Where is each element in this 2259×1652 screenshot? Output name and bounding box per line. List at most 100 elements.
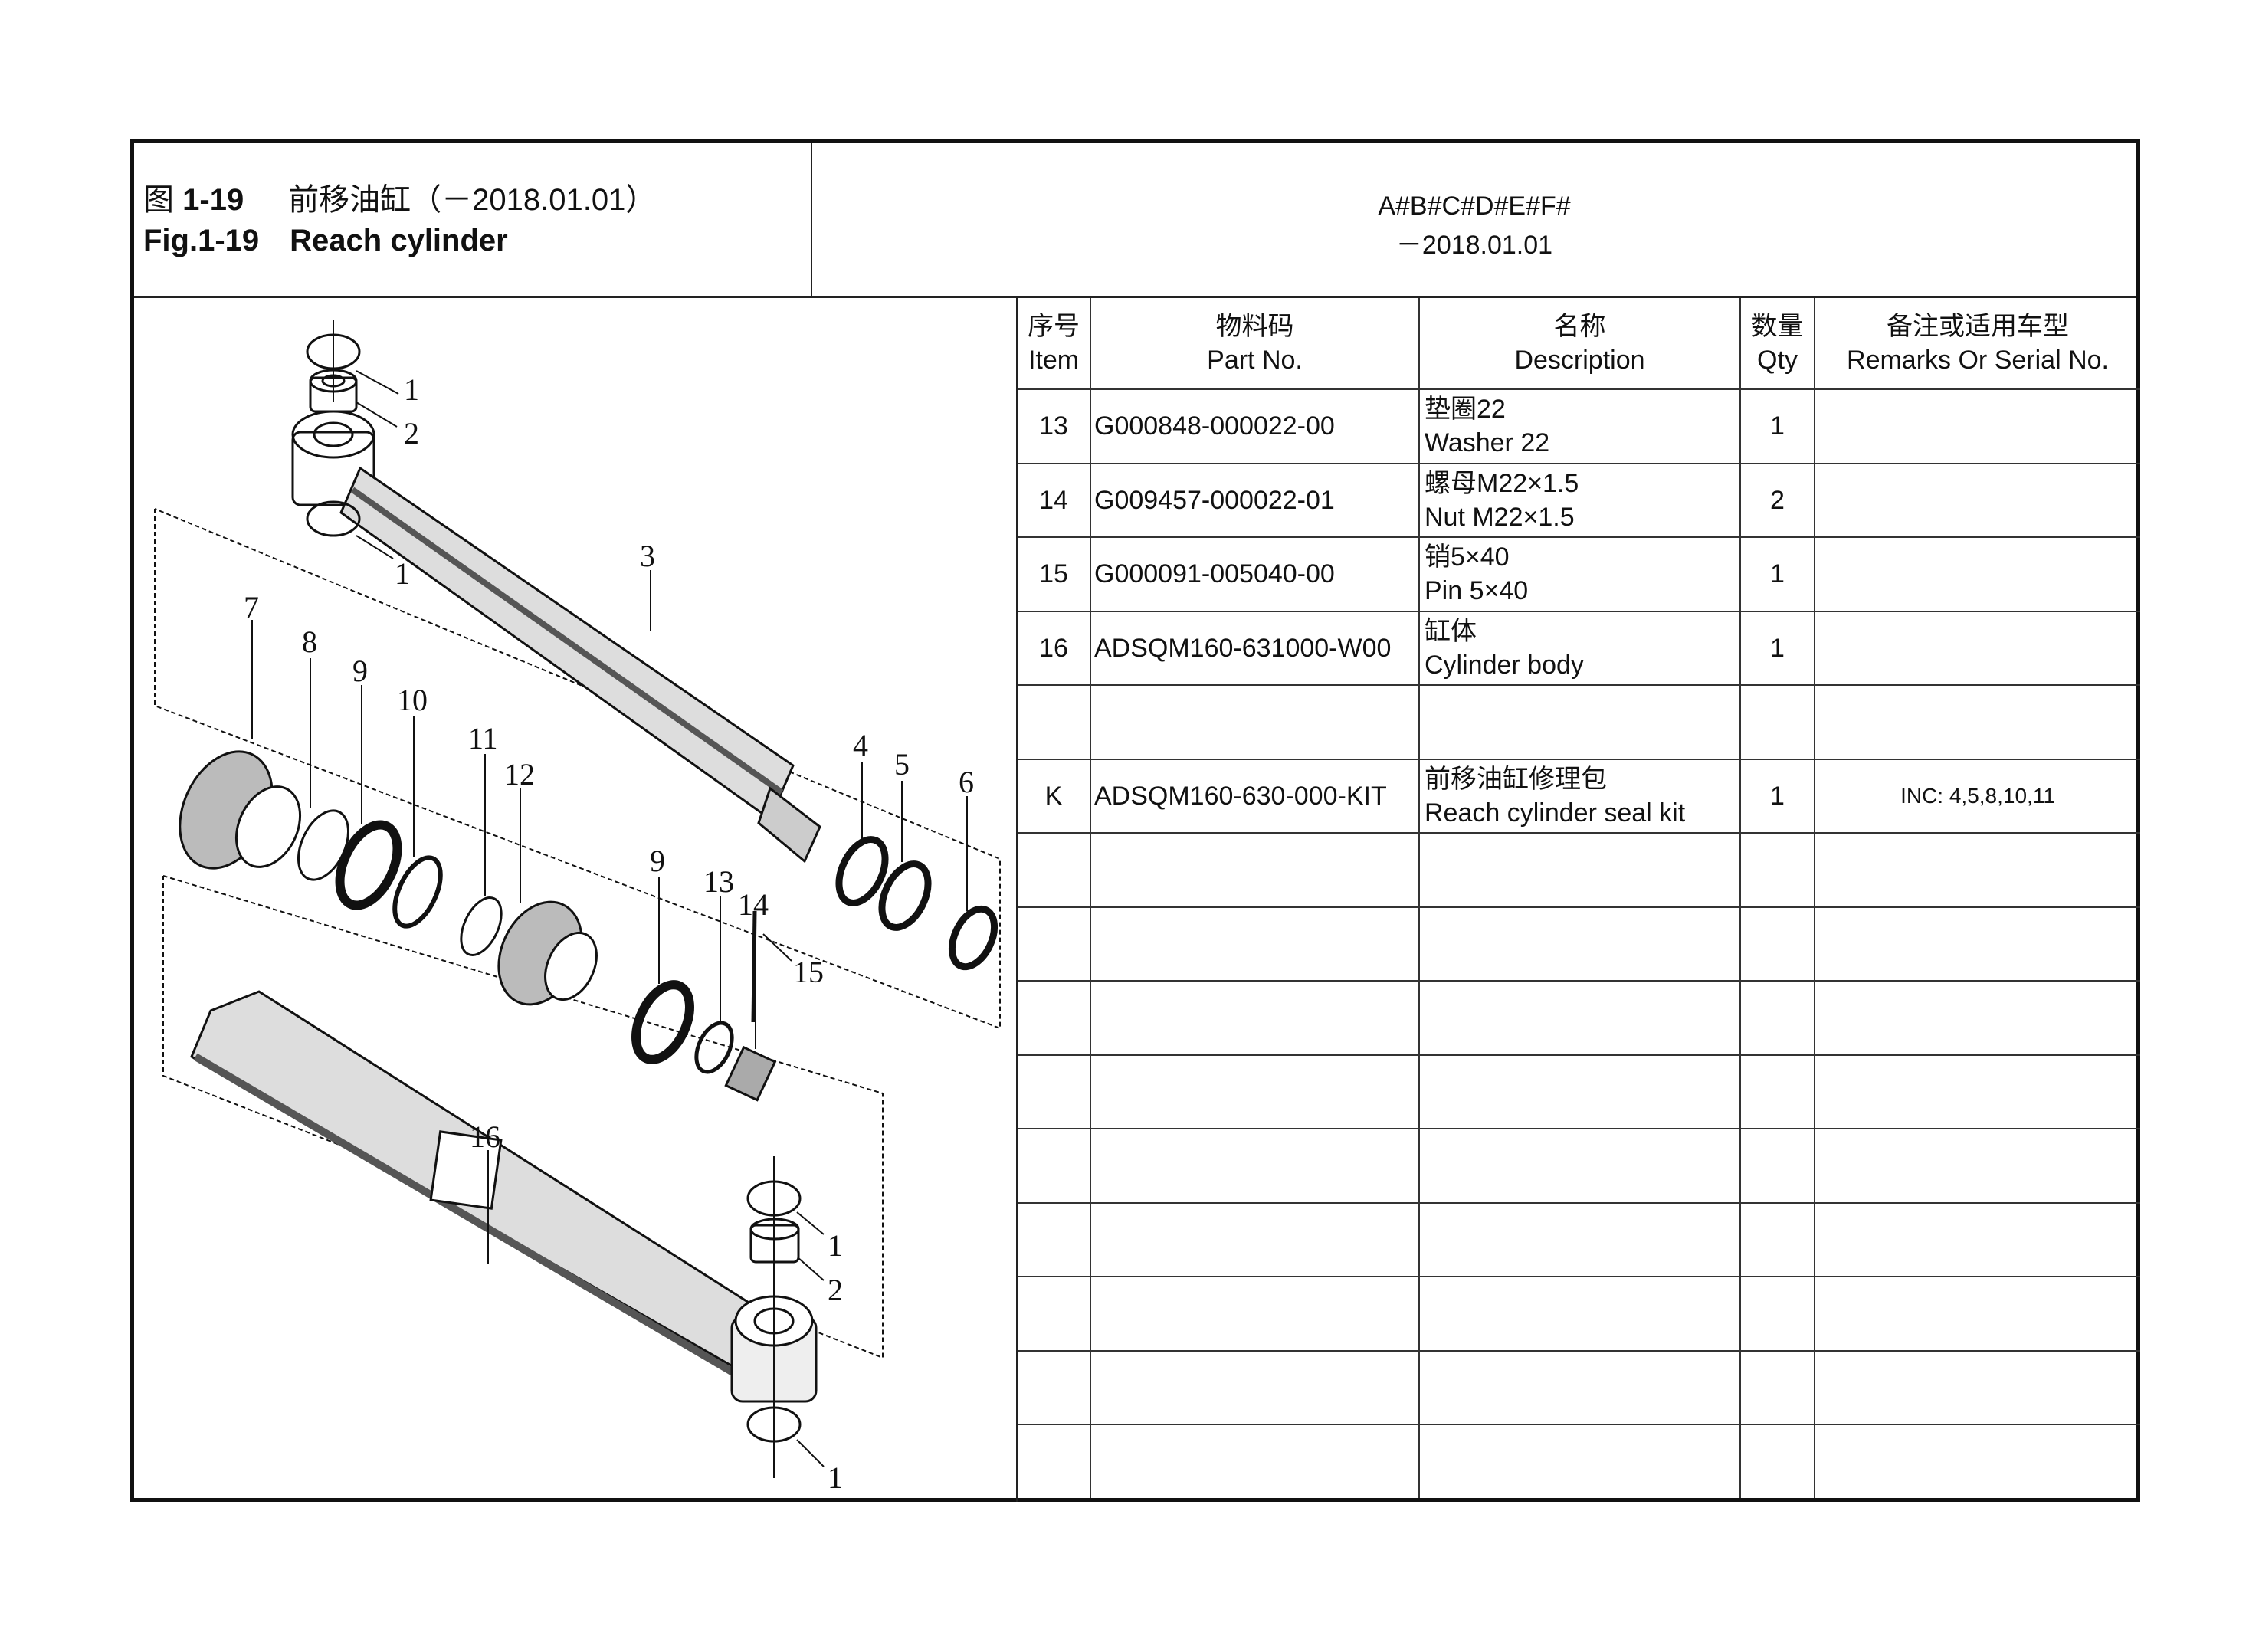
- svg-text:2: 2: [404, 416, 419, 451]
- svg-text:3: 3: [640, 539, 655, 573]
- cell-part-no: G000848-000022-00: [1090, 388, 1420, 464]
- cell-part-no: [1090, 1054, 1420, 1129]
- svg-text:5: 5: [894, 747, 910, 782]
- cell-part-no: G000091-005040-00: [1090, 536, 1420, 612]
- table-row: [1018, 1349, 2140, 1425]
- cell-part-no: [1090, 832, 1420, 908]
- cell-part-no: ADSQM160-630-000-KIT: [1090, 758, 1420, 834]
- cell-part-no: [1090, 1201, 1420, 1277]
- cell-qty: 2: [1739, 462, 1815, 538]
- svg-text:13: 13: [703, 864, 734, 899]
- cell-description: [1418, 980, 1741, 1056]
- cell-description: [1418, 1349, 1741, 1425]
- cell-remarks: [1814, 1276, 2140, 1352]
- cell-part-no: [1090, 684, 1420, 760]
- svg-text:15: 15: [793, 955, 824, 989]
- cell-description: [1418, 906, 1741, 982]
- cell-description: [1418, 832, 1741, 908]
- cell-remarks: [1814, 388, 2140, 464]
- table-row: [1018, 906, 2140, 982]
- cell-remarks: [1814, 832, 2140, 908]
- svg-text:16: 16: [470, 1119, 500, 1154]
- cell-qty: [1739, 1201, 1815, 1277]
- cell-item: [1018, 1349, 1091, 1425]
- cell-item: [1018, 832, 1091, 908]
- table-row: [1018, 1128, 2140, 1204]
- cell-remarks: [1814, 536, 2140, 612]
- cell-item: [1018, 1276, 1091, 1352]
- cell-remarks: [1814, 1054, 2140, 1129]
- cell-item: [1018, 1424, 1091, 1498]
- cell-part-no: [1090, 1349, 1420, 1425]
- svg-text:9: 9: [650, 844, 665, 878]
- cell-description: [1418, 1128, 1741, 1204]
- cell-item: K: [1018, 758, 1091, 834]
- applicable-models: A#B#C#D#E#F#: [1378, 192, 1571, 221]
- reach-cylinder-exploded-view-icon: 1 2 1 3 4 5 6 7 8 9 10 11 12 9 13 14 15 …: [154, 320, 1001, 1495]
- svg-text:1: 1: [395, 556, 410, 591]
- cell-part-no: [1090, 1128, 1420, 1204]
- svg-text:9: 9: [352, 654, 368, 688]
- cell-qty: [1739, 1424, 1815, 1498]
- cell-qty: [1739, 906, 1815, 982]
- title-cn: 前移油缸（－2018.01.01）: [288, 183, 657, 217]
- cell-qty: 1: [1739, 758, 1815, 834]
- applicable-date: －2018.01.01: [1395, 231, 1553, 260]
- cell-qty: [1739, 1128, 1815, 1204]
- cell-description: [1418, 1054, 1741, 1129]
- cell-remarks: [1814, 1424, 2140, 1498]
- cell-part-no: ADSQM160-631000-W00: [1090, 610, 1420, 686]
- cell-remarks: INC: 4,5,8,10,11: [1814, 758, 2140, 834]
- svg-text:12: 12: [504, 757, 535, 792]
- cell-qty: 1: [1739, 388, 1815, 464]
- svg-text:2: 2: [828, 1273, 843, 1307]
- figure-prefix-cn: 图: [143, 183, 174, 217]
- cell-qty: 1: [1739, 610, 1815, 686]
- table-row: [1018, 1054, 2140, 1129]
- figure-label-en: Fig.1-19: [143, 224, 260, 257]
- cell-item: [1018, 1201, 1091, 1277]
- exploded-diagram: 1 2 1 3 4 5 6 7 8 9 10 11 12 9 13 14 15 …: [134, 298, 1018, 1502]
- cell-item: 14: [1018, 462, 1091, 538]
- cell-remarks: [1814, 684, 2140, 760]
- cell-description: [1418, 684, 1741, 760]
- svg-text:7: 7: [244, 590, 259, 624]
- figure-title-en: Fig.1-19 Reach cylinder: [143, 224, 508, 258]
- title-en: Reach cylinder: [290, 224, 508, 257]
- cell-remarks: [1814, 1201, 2140, 1277]
- cell-remarks: [1814, 980, 2140, 1056]
- svg-text:4: 4: [853, 728, 868, 762]
- svg-text:8: 8: [302, 624, 317, 659]
- cell-qty: [1739, 1054, 1815, 1129]
- svg-text:14: 14: [738, 887, 769, 922]
- cell-part-no: [1090, 906, 1420, 982]
- cell-part-no: [1090, 1276, 1420, 1352]
- svg-text:11: 11: [468, 721, 498, 756]
- cell-item: [1018, 1054, 1091, 1129]
- cell-remarks: [1814, 906, 2140, 982]
- cell-remarks: [1814, 1349, 2140, 1425]
- cell-remarks: [1814, 462, 2140, 538]
- cell-description: [1418, 1424, 1741, 1498]
- cell-item: 15: [1018, 536, 1091, 612]
- cell-item: [1018, 684, 1091, 760]
- table-row: [1018, 1276, 2140, 1352]
- figure-number: 1-19: [182, 183, 244, 217]
- cell-item: 13: [1018, 388, 1091, 464]
- cell-description: [1418, 1201, 1741, 1277]
- table-row: [1018, 980, 2140, 1056]
- cell-qty: [1739, 832, 1815, 908]
